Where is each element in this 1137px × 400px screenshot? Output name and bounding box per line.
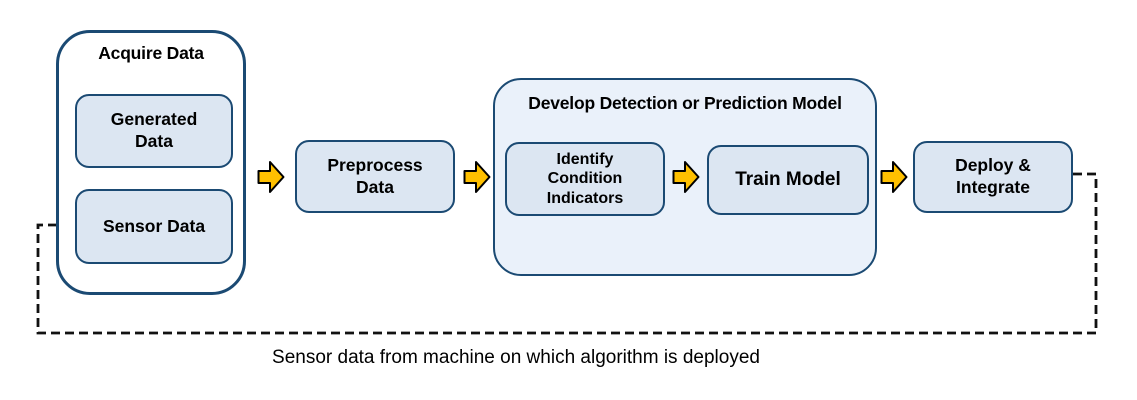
deploy-integrate-node: Deploy & Integrate <box>913 141 1073 213</box>
right-block-arrow-icon <box>463 161 491 193</box>
acquire-data-group-title: Acquire Data <box>98 43 204 63</box>
right-block-arrow-icon <box>880 161 908 193</box>
sensor-data-node: Sensor Data <box>75 189 233 264</box>
right-block-arrow-icon <box>257 161 285 193</box>
train-model-node: Train Model <box>707 145 869 215</box>
generated-data-node: Generated Data <box>75 94 233 168</box>
preprocess-data-node: Preprocess Data <box>295 140 455 213</box>
develop-model-group-title: Develop Detection or Prediction Model <box>528 93 842 113</box>
acquire-data-group: Acquire Data Generated Data Sensor Data <box>56 30 246 295</box>
identify-condition-indicators-node: Identify Condition Indicators <box>505 142 665 216</box>
feedback-caption: Sensor data from machine on which algori… <box>272 347 760 368</box>
right-block-arrow-icon <box>672 161 700 193</box>
